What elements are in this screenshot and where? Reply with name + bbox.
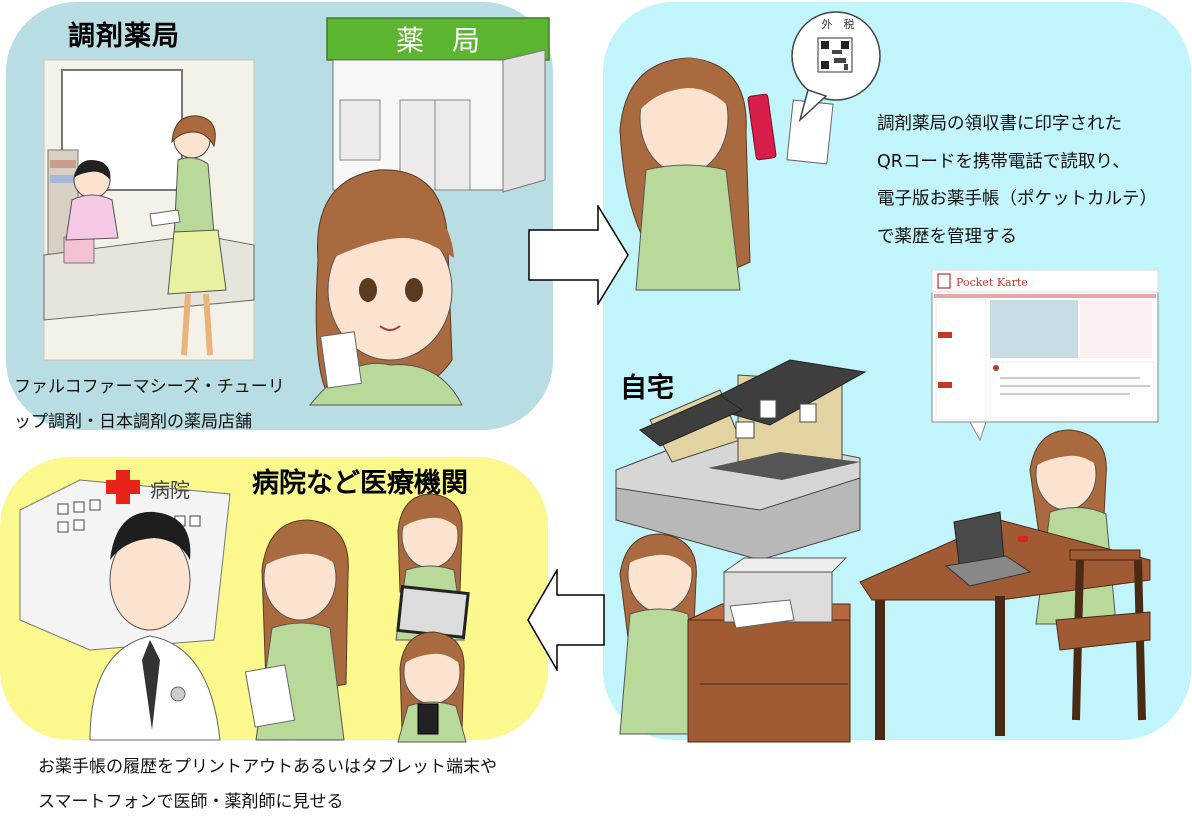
arrow-left [527,569,605,671]
woman-with-receipt [308,169,463,406]
hospital-caption: お薬手帳の履歴をプリントアウトあるいはタブレット端末や スマートフォンで医師・薬… [38,750,497,820]
home-title: 自宅 [620,373,674,404]
woman-with-smartphone [397,631,467,743]
pharmacy-counter-scene [43,59,255,361]
woman-with-phone [619,57,834,291]
woman-at-laptop [859,429,1151,740]
doctor [89,511,221,741]
home-caption-line: 調剤薬局の領収書に印字された [877,114,1122,134]
woman-showing-printout [244,519,349,741]
pharmacy-sign-text: 薬 局 [396,24,480,57]
home-caption-line: で薬歴を管理する [877,226,1017,247]
website-logo: Pocket Karte [956,276,1028,289]
home-caption-line: QRコードを携帯電話で読取り、 [877,151,1130,172]
arrow-right [528,205,629,305]
pharmacy-caption-line: ップ調剤・日本調剤の薬局店舗 [14,412,252,432]
pharmacy-caption: ファルコファーマシーズ・チューリ ップ調剤・日本調剤の薬局店舗 [14,370,285,440]
woman-at-printer [619,533,851,743]
house [615,359,867,561]
qr-bubble-label: 外 税 [822,17,855,31]
hospital-sign: 病院 [150,478,190,502]
hospital-title: 病院など医療機関 [252,468,468,499]
home-caption: 調剤薬局の領収書に印字された QRコードを携帯電話で読取り、 電子版お薬手帳（ポ… [877,106,1157,256]
pharmacy-building: 薬 局 [326,17,550,193]
woman-with-tablet [395,493,470,641]
pharmacy-title: 調剤薬局 [68,21,180,52]
hospital-caption-line: お薬手帳の履歴をプリントアウトあるいはタブレット端末や [38,757,497,777]
home-caption-line: 電子版お薬手帳（ポケットカルテ） [877,189,1157,209]
pocket-karte-website: Pocket Karte [931,269,1159,442]
pharmacy-caption-line: ファルコファーマシーズ・チューリ [14,377,285,397]
hospital-caption-line: スマートフォンで医師・薬剤師に見せる [38,792,344,812]
qr-speech-bubble: 外 税 [791,11,881,123]
